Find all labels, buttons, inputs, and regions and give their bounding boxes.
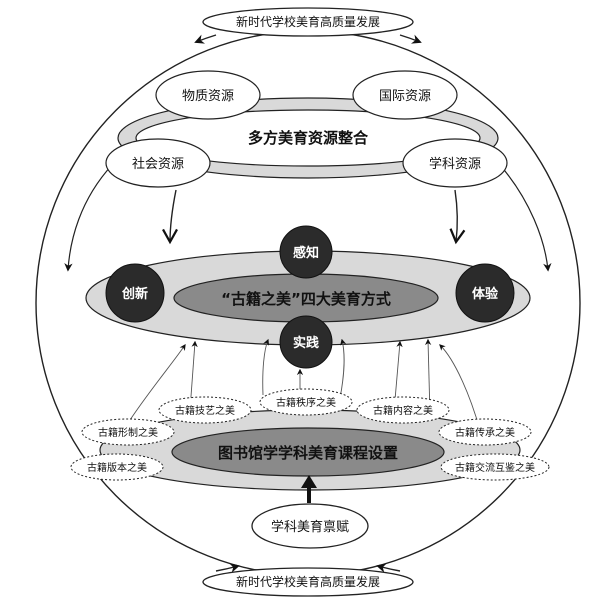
beauty-inheritance: 古籍传承之美 [438, 418, 532, 446]
resource-node-international: 国际资源 [352, 70, 458, 120]
method-practice: 实践 [279, 315, 333, 369]
beauty-label: 古籍传承之美 [455, 426, 515, 439]
top-banner-text: 新时代学校美育高质量发展 [236, 14, 380, 29]
beauty-form: 古籍形制之美 [81, 418, 175, 446]
beauty-label: 古籍内容之美 [373, 404, 433, 417]
resource-node-discipline: 学科资源 [402, 138, 508, 188]
methods-title: “古籍之美”四大美育方式 [221, 290, 391, 308]
resource-node-material: 物质资源 [155, 70, 261, 120]
endowment-text: 学科美育禀赋 [271, 519, 349, 535]
beauty-order: 古籍秩序之美 [259, 388, 353, 416]
resource-label: 社会资源 [132, 156, 184, 172]
beauty-craft: 古籍技艺之美 [158, 396, 252, 424]
resource-title: 多方美育资源整合 [248, 129, 369, 147]
resource-ring-inner [135, 109, 481, 167]
left-inner-flow [162, 189, 178, 245]
course-center-ellipse [171, 427, 445, 477]
bottom-banner-ellipse [202, 567, 414, 597]
method-label: 体验 [472, 286, 499, 302]
method-perceive: 感知 [279, 225, 333, 279]
beauty-exchange: 古籍交流互鉴之美 [440, 453, 550, 481]
outer-arrow-bottom-right [376, 563, 401, 573]
outer-arrow-bottom-left [215, 563, 240, 573]
method-innovate: 创新 [105, 263, 165, 323]
outer-arrow-top-right [399, 34, 422, 44]
right-outer-flow [499, 164, 552, 272]
method-label: 感知 [293, 245, 319, 261]
beauty-label: 古籍交流互鉴之美 [455, 461, 535, 474]
method-label: 实践 [293, 335, 319, 351]
beauty-label: 古籍形制之美 [98, 426, 158, 439]
beauty-edition: 古籍版本之美 [70, 453, 164, 481]
resource-label: 国际资源 [379, 89, 431, 104]
top-banner-ellipse [202, 7, 414, 37]
resource-node-social: 社会资源 [105, 138, 211, 188]
course-title: 图书馆学学科美育课程设置 [218, 444, 398, 462]
beauty-label: 古籍技艺之美 [175, 404, 235, 417]
bottom-banner-text: 新时代学校美育高质量发展 [236, 574, 380, 589]
resource-label: 学科资源 [429, 156, 481, 172]
beauty-content: 古籍内容之美 [356, 396, 450, 424]
method-label: 创新 [121, 286, 148, 302]
beauty-label: 古籍秩序之美 [276, 396, 336, 409]
resource-label: 物质资源 [182, 89, 234, 104]
outer-arrow-top-left [194, 34, 217, 44]
left-outer-flow [64, 164, 113, 272]
beauty-label: 古籍版本之美 [87, 461, 147, 474]
right-inner-flow [449, 189, 466, 245]
method-experience: 体验 [455, 263, 515, 323]
endowment-ellipse [251, 503, 369, 549]
endowment-arrow-head [301, 475, 317, 488]
